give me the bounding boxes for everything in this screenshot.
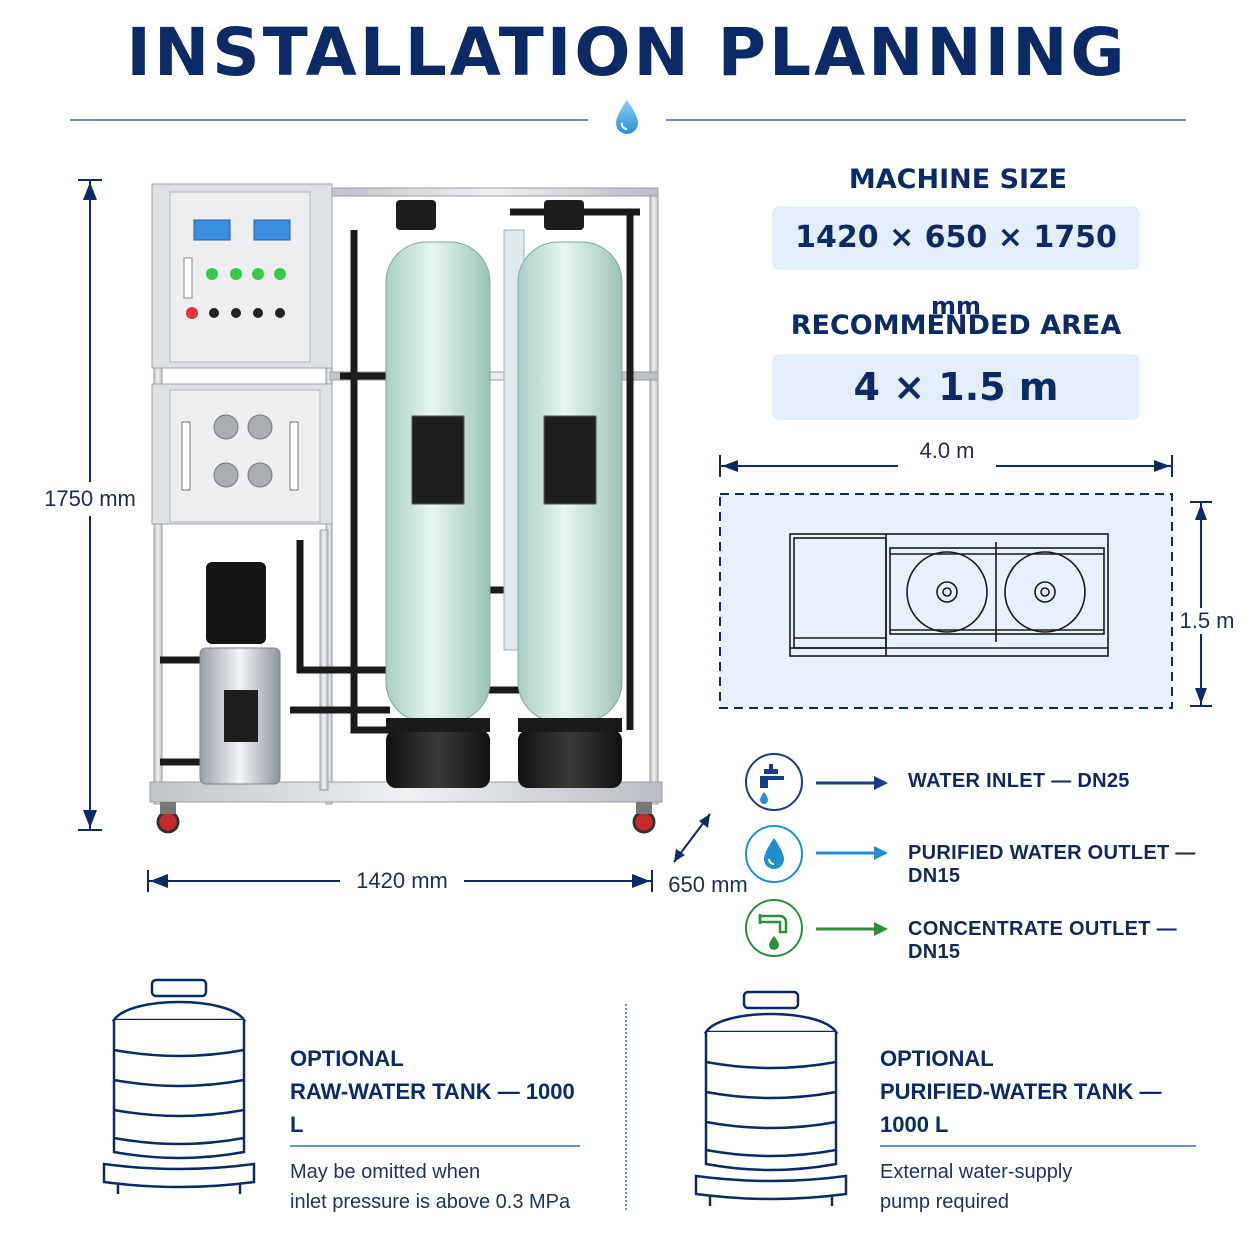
floor-depth-dimension-line [1190, 501, 1212, 707]
recommended-area-heading: RECOMMENDED AREA [790, 310, 1122, 341]
connection-purified-outlet: PURIFIED WATER OUTLET — DN15 [744, 824, 1234, 887]
tanks-divider [625, 1004, 627, 1210]
arrow-right-icon [816, 922, 888, 936]
purified-water-tank-icon [694, 990, 848, 1206]
ro-machine-illustration [149, 183, 663, 834]
tank-note-line2: inlet pressure is above 0.3 MPa [290, 1191, 571, 1213]
page-title: INSTALLATION PLANNING [126, 14, 1128, 91]
tank-label-name: PURIFIED-WATER TANK — 1000 L [880, 1079, 1162, 1137]
arrow-right-icon [816, 846, 888, 860]
tank-note-line1: External water-supply [880, 1161, 1073, 1183]
depth-dimension-line [673, 813, 711, 863]
tank-label-name: RAW-WATER TANK — 1000 L [290, 1079, 575, 1137]
connection-label: CONCENTRATE OUTLET — DN15 [908, 918, 1177, 963]
tank-label-optional: OPTIONAL [880, 1046, 994, 1071]
depth-label: 650 mm [668, 872, 748, 897]
title-divider-left [70, 119, 588, 121]
width-label: 1420 mm [340, 868, 464, 894]
arrow-right-icon [816, 776, 888, 790]
connection-label: PURIFIED WATER OUTLET — DN15 [908, 842, 1196, 887]
tank-label-optional: OPTIONAL [290, 1046, 404, 1071]
floor-depth-label: 1.5 m [1176, 608, 1238, 634]
machine-size-value: 1420 × 650 × 1750 [795, 220, 1117, 255]
tank-divider [880, 1145, 1196, 1147]
title-divider-right [666, 119, 1186, 121]
floor-width-label: 4.0 m [900, 438, 994, 464]
water-drop-icon [616, 100, 638, 134]
raw-water-tank-info: OPTIONAL RAW-WATER TANK — 1000 L May be … [290, 1042, 590, 1217]
purified-water-tank-info: OPTIONAL PURIFIED-WATER TANK — 1000 L Ex… [880, 1042, 1210, 1217]
tank-note-line2: pump required [880, 1191, 1009, 1213]
floor-plan-area [719, 493, 1173, 709]
faucet-icon [745, 753, 803, 811]
floor-width-dimension-line [719, 455, 1173, 477]
recommended-area-value: 4 × 1.5 m [772, 354, 1140, 420]
machine-size-value-box: 1420 × 650 × 1750 mm [772, 206, 1140, 320]
height-label: 1750 mm [30, 482, 150, 516]
machine-size-heading: MACHINE SIZE [848, 164, 1068, 195]
tank-note-line1: May be omitted when [290, 1161, 481, 1183]
machine-size-unit: mm [930, 292, 981, 320]
connection-label: WATER INLET — DN25 [908, 770, 1130, 792]
tank-divider [290, 1145, 580, 1147]
connection-water-inlet: WATER INLET — DN25 [744, 752, 1234, 814]
drain-pipe-icon [745, 899, 803, 957]
water-drop-icon [745, 825, 803, 883]
raw-water-tank-icon [102, 978, 256, 1194]
connection-concentrate-outlet: CONCENTRATE OUTLET — DN15 [744, 898, 1234, 963]
